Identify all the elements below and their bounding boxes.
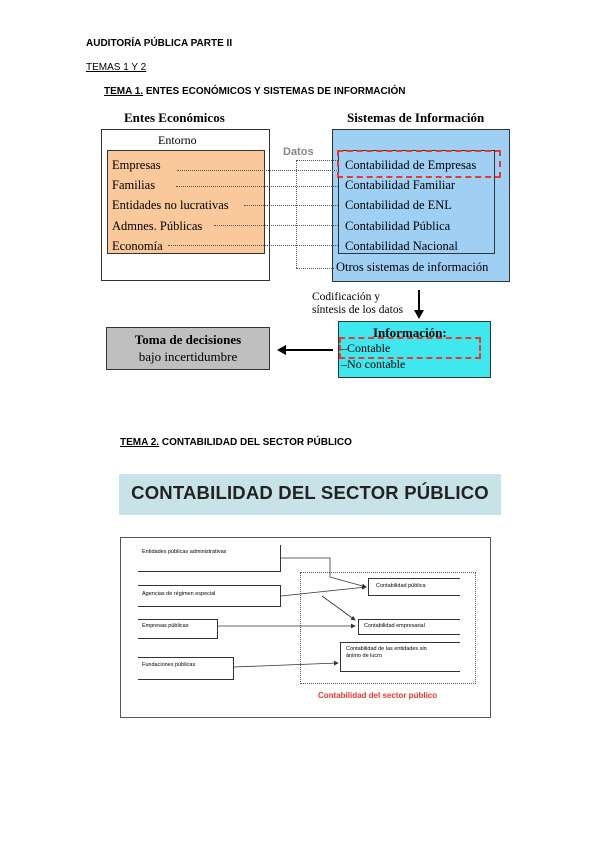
decision-box (106, 327, 270, 370)
entorno-label: Entorno (158, 133, 197, 147)
left-box-label: Agencias de régimen especial (142, 591, 216, 597)
decision-text: Toma de decisiones bajo incertidumbre (106, 331, 270, 365)
tema1-title: ENTES ECONÓMICOS Y SISTEMAS DE INFORMACI… (143, 86, 406, 97)
ente-item: Economía (112, 238, 163, 253)
down-arrow-icon (414, 290, 424, 319)
sistema-item: Contabilidad Pública (345, 218, 451, 233)
left-box-empresas (138, 619, 218, 639)
left-box-entidades (138, 545, 281, 572)
document-title: AUDITORÍA PÚBLICA PARTE II (86, 38, 233, 49)
ente-item: Entidades no lucrativas (112, 198, 229, 213)
sistemas-heading: Sistemas de Información (347, 110, 485, 125)
left-box-label: Entidades públicas administrativas (142, 549, 227, 555)
left-box-label: Empresas públicas (142, 623, 189, 629)
otros-sistemas: Otros sistemas de información (336, 260, 489, 274)
informacion-contable: –Contable (341, 341, 391, 355)
entes-orange-box (107, 150, 265, 254)
connector-line (296, 160, 297, 268)
connector-line (168, 245, 338, 246)
informacion-no-contable: –No contable (341, 357, 406, 371)
left-box-agencias (138, 585, 281, 607)
datos-label: Datos (283, 146, 314, 158)
sector-publico-region (300, 572, 476, 684)
right-box-esal (340, 642, 460, 672)
tema1-label: TEMA 1. (104, 86, 144, 97)
connector-line (214, 225, 338, 226)
left-box-label: Fundaciones públicas (142, 662, 196, 668)
tema2-banner-text: CONTABILIDAD DEL SECTOR PÚBLICO (131, 482, 489, 503)
sector-publico-label: Contabilidad del sector público (318, 691, 438, 700)
highlight-dashed-box (337, 150, 501, 178)
right-box-label: Contabilidad de las entidades sin ánimo … (346, 646, 427, 659)
ente-item: Familias (112, 178, 156, 193)
connector-line (296, 268, 334, 269)
tema2-banner (119, 474, 501, 515)
ente-item: Empresas (112, 158, 161, 172)
informacion-title: Información: (373, 325, 447, 340)
sistemas-list: Contabilidad de Empresas Contabilidad Fa… (345, 155, 476, 256)
tema2-arrows (218, 557, 367, 668)
decision-line-2: bajo incertidumbre (138, 349, 238, 364)
contable-dashed-highlight (339, 337, 481, 359)
right-box-empresarial (358, 619, 460, 635)
sistema-item: Contabilidad de Empresas (345, 158, 477, 172)
tema2-diagram-frame (120, 537, 491, 718)
informacion-box (338, 321, 491, 378)
codificacion-text: Codificación y síntesis de los datos (312, 291, 403, 317)
codificacion-line: Codificación y (312, 291, 381, 303)
right-box-publica (368, 578, 460, 596)
tema2-heading: TEMA 2. CONTABILIDAD DEL SECTOR PÚBLICO (120, 437, 352, 448)
ente-item: Admnes. Públicas (112, 218, 203, 233)
connector-line (177, 170, 337, 171)
connector-line (176, 186, 338, 187)
sistema-item: Contabilidad de ENL (345, 198, 452, 213)
left-arrow-icon (277, 345, 333, 355)
temas-label: TEMAS 1 Y 2 (86, 62, 147, 73)
entes-heading: Entes Económicos (124, 110, 225, 125)
right-box-label: Contabilidad pública (376, 583, 426, 589)
tema1-heading: TEMA 1. ENTES ECONÓMICOS Y SISTEMAS DE I… (104, 86, 406, 97)
connector-line (244, 205, 338, 206)
connector-line (296, 160, 338, 161)
tema2-label: TEMA 2. (120, 437, 160, 448)
tema2-title: CONTABILIDAD DEL SECTOR PÚBLICO (159, 437, 352, 448)
decision-line-1: Toma de decisiones (134, 332, 242, 347)
codificacion-line: síntesis de los datos (312, 304, 404, 316)
right-box-label: Contabilidad empresarial (364, 623, 425, 629)
sistema-item: Contabilidad Nacional (345, 238, 458, 253)
left-box-fundaciones (138, 657, 234, 680)
sistema-item: Contabilidad Familiar (345, 178, 456, 193)
entes-list: Empresas Familias Entidades no lucrativa… (112, 155, 229, 256)
